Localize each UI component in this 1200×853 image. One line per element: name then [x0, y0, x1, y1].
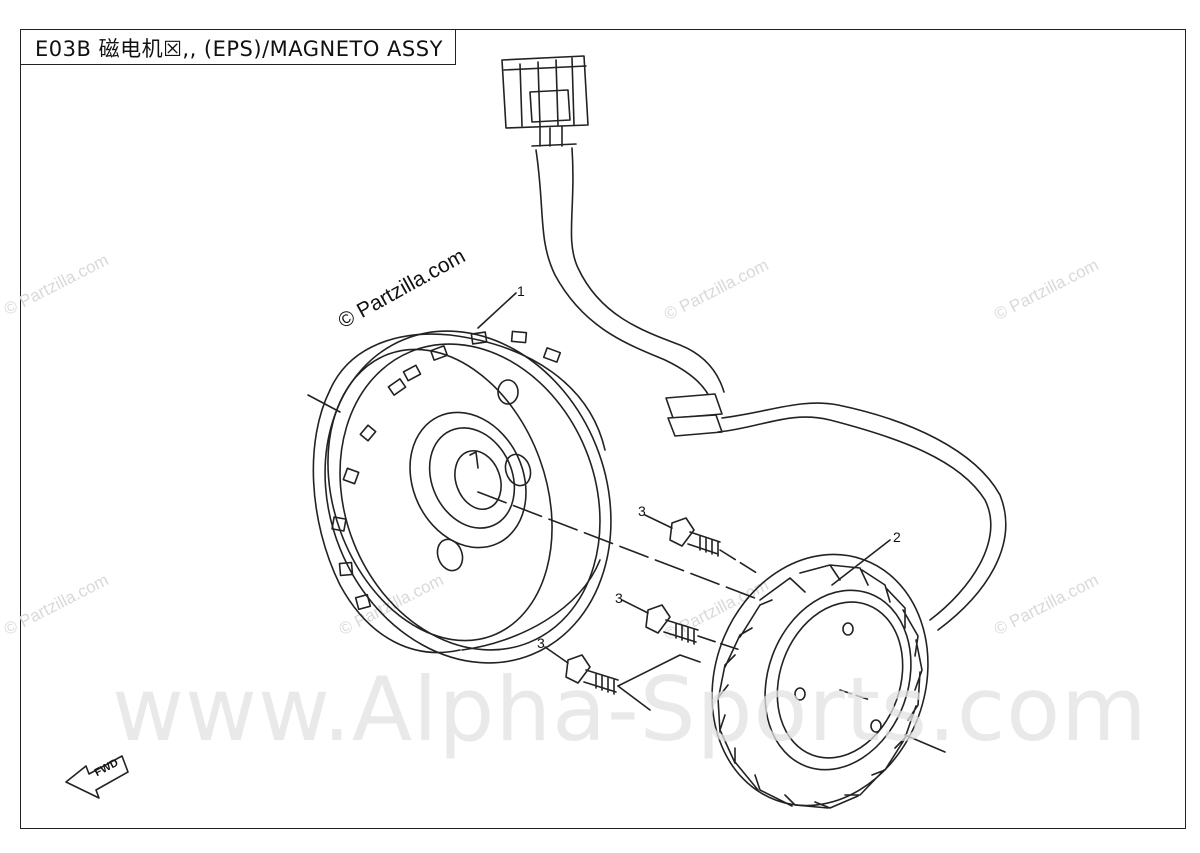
- diagram-title: E03B 磁电机☒,, (EPS)/MAGNETO ASSY: [35, 37, 443, 61]
- bolt-upper: [669, 517, 721, 557]
- callout-part-3: 3: [615, 590, 623, 606]
- bolt-middle: [645, 604, 699, 645]
- title-box: E03B 磁电机☒,, (EPS)/MAGNETO ASSY: [20, 29, 456, 65]
- flywheel: [312, 330, 612, 664]
- callout-part-3: 3: [537, 635, 545, 651]
- callout-part-2: 2: [893, 529, 901, 545]
- callout-part-3: 3: [638, 503, 646, 519]
- wire-harness: [501, 55, 1007, 631]
- diagram-frame: [20, 29, 1186, 829]
- fwd-arrow: [65, 755, 129, 799]
- bolt-lower: [565, 654, 619, 695]
- callout-part-1: 1: [517, 283, 525, 299]
- watermark-site: www.Alpha-Sports.com: [112, 658, 1148, 761]
